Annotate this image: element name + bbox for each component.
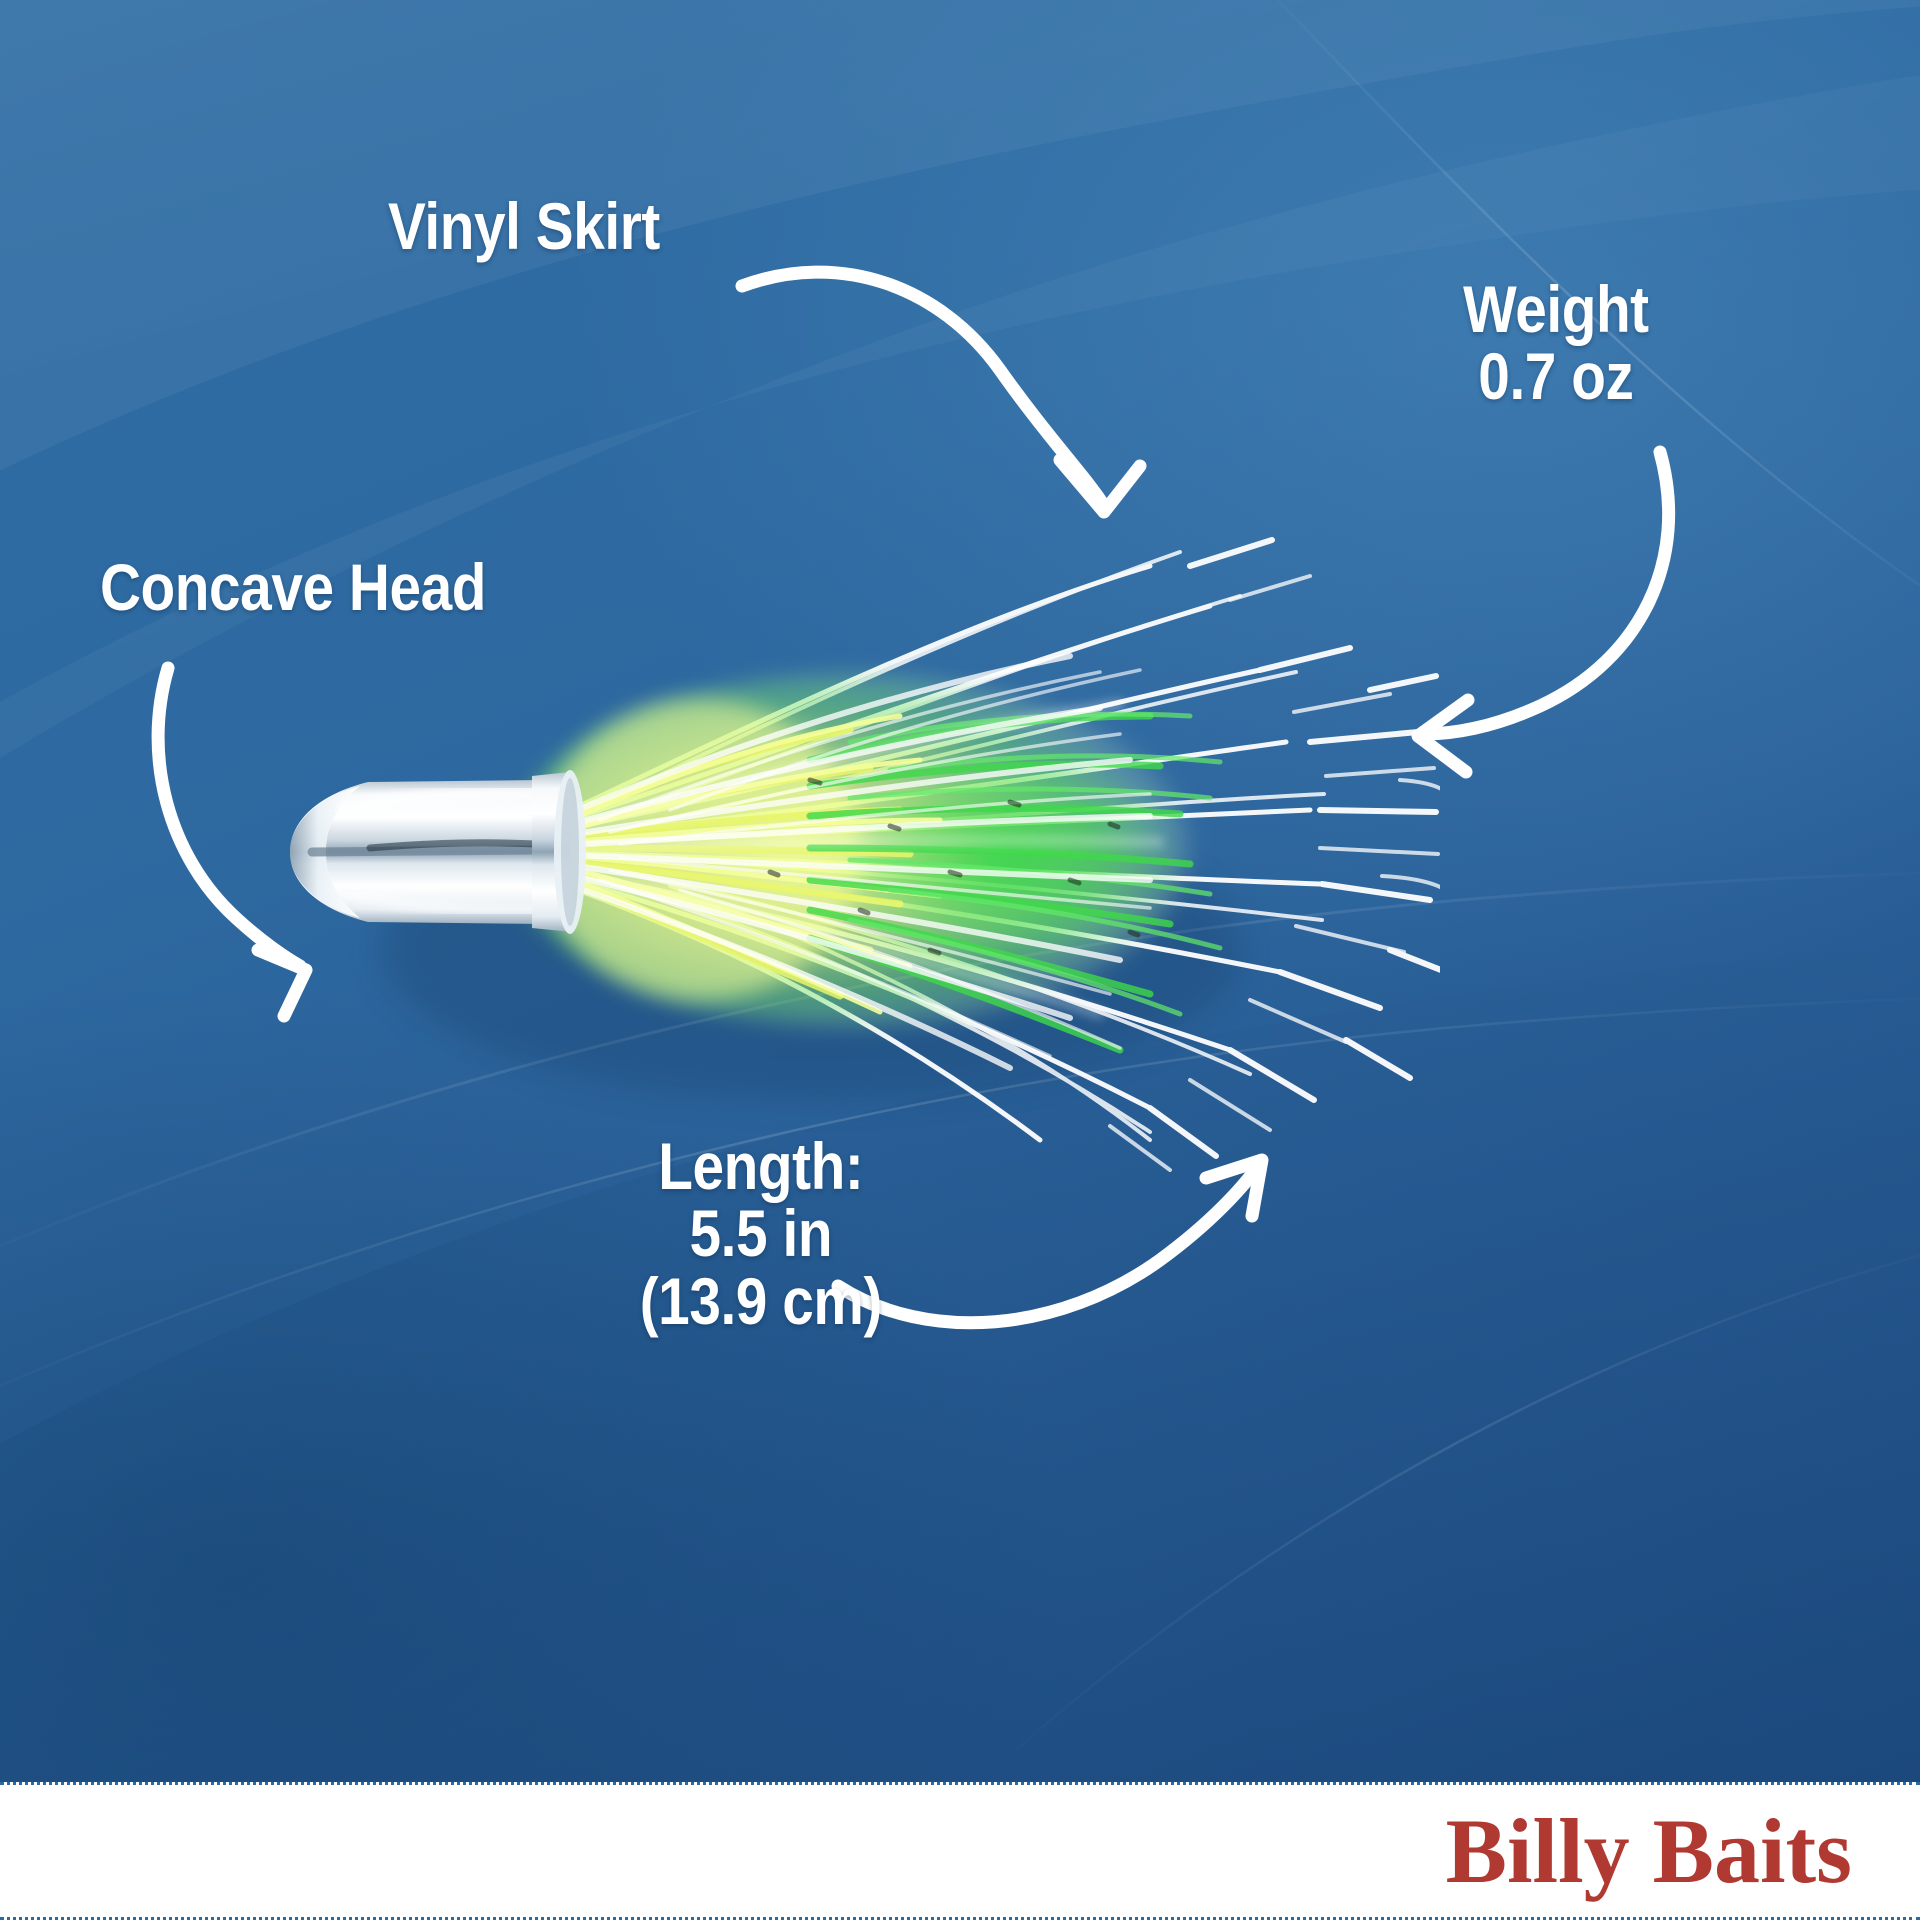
- annotation-label-length: Length: 5.5 in (13.9 cm): [639, 1129, 883, 1338]
- annotation-text-line3: (13.9 cm): [639, 1263, 883, 1338]
- annotation-text-line2: 5.5 in: [689, 1196, 833, 1271]
- footer-bar: Billy Baits: [0, 1782, 1920, 1920]
- brand-logo-billy-baits: Billy Baits: [1445, 1800, 1852, 1902]
- annotation-text-line1: Length:: [658, 1129, 864, 1203]
- product-image-lure: [290, 537, 1440, 1172]
- annotation-label-weight: Weight 0.7 oz: [1463, 272, 1649, 414]
- annotation-text: Vinyl Skirt: [388, 189, 660, 263]
- annotation-label-vinyl-skirt: Vinyl Skirt: [388, 189, 660, 263]
- annotation-text-line1: Weight: [1463, 272, 1649, 346]
- annotation-text-line2: 0.7 oz: [1478, 339, 1634, 414]
- annotation-label-concave-head: Concave Head: [100, 550, 487, 624]
- annotation-text: Concave Head: [100, 550, 487, 624]
